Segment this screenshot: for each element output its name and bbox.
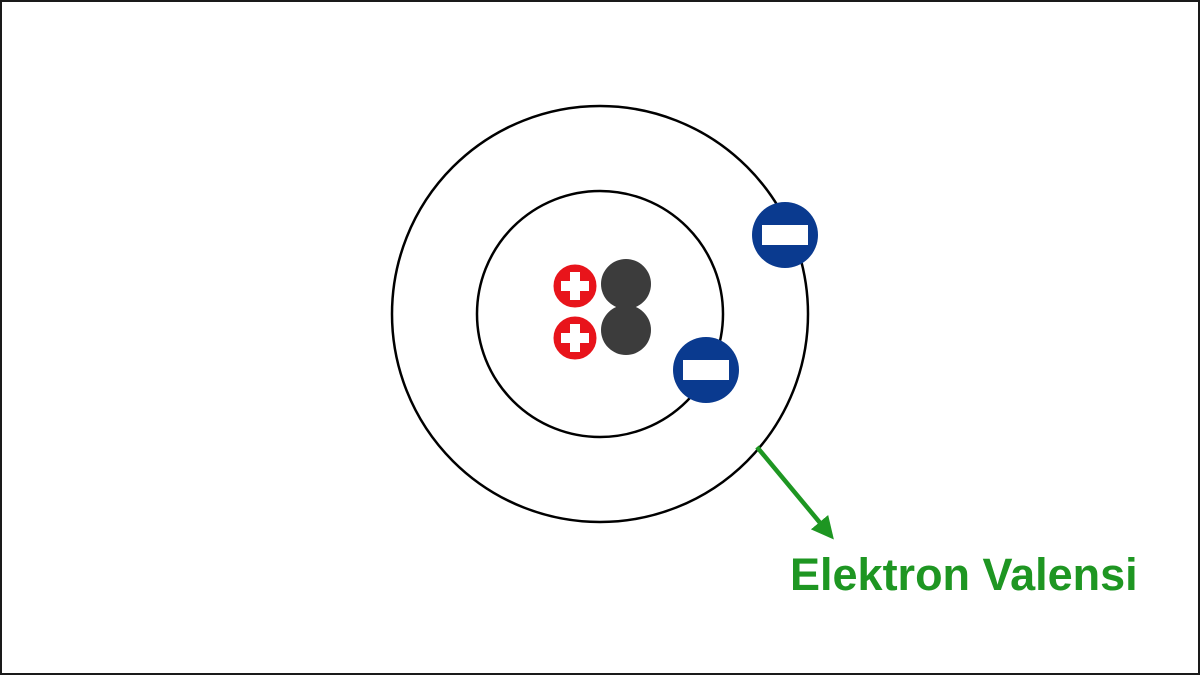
- annotation-arrow: [757, 447, 831, 536]
- minus-sign: [762, 225, 808, 245]
- neutron-top: [601, 259, 651, 309]
- electron-valence: [752, 202, 818, 268]
- valence-electron-label: Elektron Valensi: [790, 548, 1138, 602]
- electron-inner-shell: [673, 337, 739, 403]
- outer-orbit: [392, 106, 808, 522]
- plus-sign-v: [570, 324, 580, 352]
- inner-orbit: [477, 191, 723, 437]
- neutron-bottom: [601, 305, 651, 355]
- plus-sign-v: [570, 272, 580, 300]
- minus-sign: [683, 360, 729, 380]
- proton-top: [552, 263, 598, 309]
- proton-bottom: [552, 315, 598, 361]
